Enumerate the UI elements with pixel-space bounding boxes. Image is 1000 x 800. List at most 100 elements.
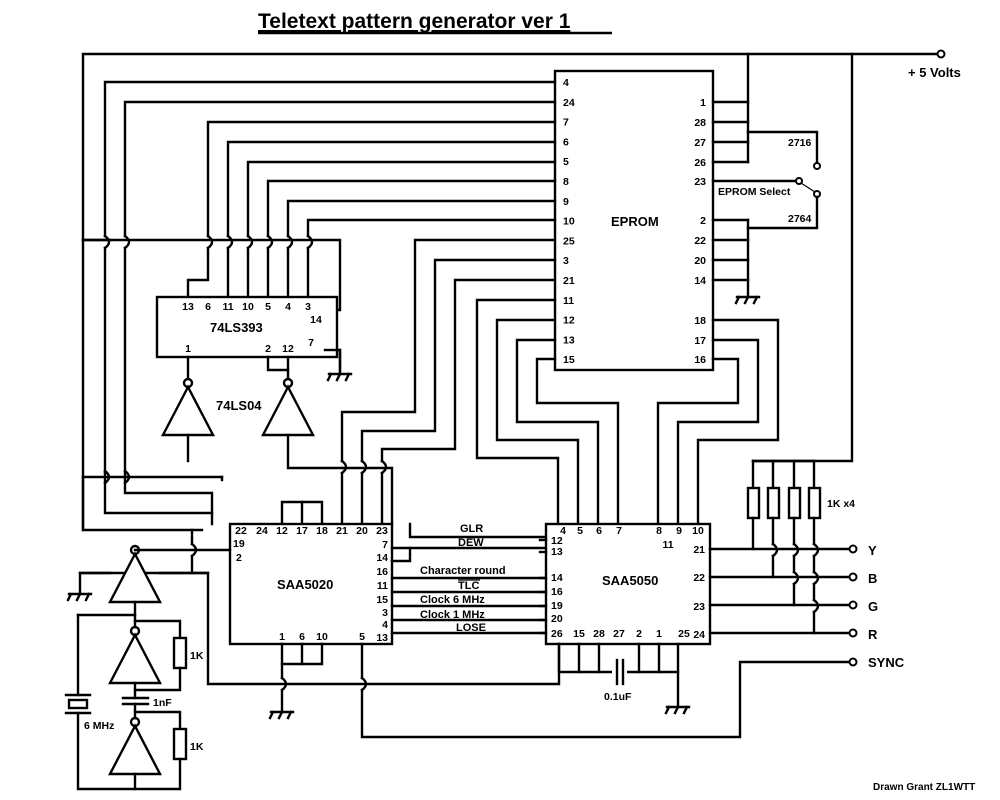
output-terminal-b[interactable]	[848, 572, 858, 582]
inverter-icon	[108, 632, 162, 685]
signal-bus: GLR DEW Character round TLC Clock 6 MHz …	[390, 522, 548, 635]
counter-pin-label: 6	[205, 301, 211, 313]
ground-icon	[326, 348, 353, 382]
eprom-select-label: EPROM Select	[718, 186, 791, 198]
saa5020-pin-label: 15	[376, 594, 388, 606]
saa5050-pin-label: 2	[636, 628, 642, 640]
counter-pin-label: 7	[308, 337, 314, 349]
saa5050-pin-label: 11	[662, 539, 673, 551]
eprom-pin-label: 21	[563, 275, 575, 287]
eprom-pin-label: 14	[694, 275, 706, 287]
eprom-right-wiring: 2716 EPROM Select 2764	[656, 100, 821, 526]
saa5020-pin-label: 5	[359, 631, 365, 643]
saa5050-pin-label: 20	[551, 613, 563, 625]
output-label-g: G	[868, 599, 878, 614]
option-2764-label: 2764	[788, 213, 812, 225]
counter-pin-label: 12	[282, 343, 294, 355]
saa5020-pin-label: 18	[316, 525, 328, 537]
counter-pin-label: 5	[265, 301, 271, 313]
counter-pin-label: 4	[285, 301, 291, 313]
eprom-pin-label: 6	[563, 136, 569, 148]
saa5020-pin-label: 2	[236, 552, 242, 564]
inverter-icon	[261, 384, 315, 437]
output-terminal-sync[interactable]	[848, 657, 858, 667]
saa5050-pin-label: 25	[678, 628, 690, 640]
saa5050-pin-label: 21	[693, 544, 705, 556]
crystal-label: 6 MHz	[84, 720, 114, 732]
saa5020-pin-label: 21	[336, 525, 348, 537]
eprom-pin-label: 11	[563, 295, 574, 307]
saa5050-pin-label: 27	[613, 628, 625, 640]
eprom-pin-label: 28	[694, 117, 706, 129]
saa5050-pin-label: 6	[596, 525, 602, 537]
signal-clock-1mhz: Clock 1 MHz	[420, 609, 485, 621]
power-terminal[interactable]	[936, 49, 946, 59]
counter-pin-label: 2	[265, 343, 271, 355]
power-label: + 5 Volts	[908, 65, 961, 80]
oscillator-section: 1K 1nF 1K 6 MHz	[64, 528, 232, 791]
counter-pin-label: 1	[185, 343, 191, 355]
saa5020-pin-label: 16	[376, 566, 388, 578]
resistor-icon	[746, 486, 761, 520]
signal-dew: DEW	[458, 537, 484, 549]
output-terminal-g[interactable]	[848, 600, 858, 610]
decoupling-cap-label: 0.1uF	[604, 691, 632, 703]
osc-capacitor-label: 1nF	[153, 697, 172, 709]
address-bus	[81, 80, 557, 532]
saa5050-pin-label: 28	[593, 628, 605, 640]
output-label-sync: SYNC	[868, 655, 905, 670]
saa5020-pin-label: 14	[376, 552, 388, 564]
saa5050-pin-label: 7	[616, 525, 622, 537]
saa5050-pin-label: 12	[551, 535, 563, 547]
signal-character-round: Character round	[420, 565, 506, 577]
saa5020-pin-label: 20	[356, 525, 368, 537]
eprom-pin-label: 26	[694, 157, 706, 169]
saa5050-pin-label: 16	[551, 586, 563, 598]
eprom-select-switch[interactable]	[800, 182, 816, 193]
resistor-icon	[807, 486, 822, 520]
output-terminal-y[interactable]	[848, 544, 858, 554]
output-section: 1K x4 Y B G R SYNC	[708, 459, 905, 670]
inverter-label: 74LS04	[216, 398, 262, 413]
eprom-pin-label: 20	[694, 255, 706, 267]
saa5020-pin-label: 3	[382, 607, 388, 619]
eprom-pin-label: 4	[563, 77, 569, 89]
saa5050-label: SAA5050	[602, 573, 658, 588]
eprom-pin-label: 1	[700, 97, 706, 109]
eprom-pin-label: 16	[694, 354, 706, 366]
saa5050-pin-label: 24	[693, 629, 705, 641]
eprom-pin-label: 7	[563, 117, 569, 129]
eprom-pin-label: 8	[563, 176, 569, 188]
output-terminal-r[interactable]	[848, 628, 858, 638]
switch-common[interactable]	[795, 177, 803, 185]
osc-resistor1-label: 1K	[190, 650, 204, 662]
saa5050-pin-label: 5	[577, 525, 583, 537]
counter-pin-label: 10	[242, 301, 254, 313]
eprom-pin-label: 25	[563, 235, 575, 247]
eprom-pin-label: 22	[694, 235, 706, 247]
saa5050-pin-label: 8	[656, 525, 662, 537]
saa5050-pin-label: 22	[693, 572, 705, 584]
output-label-b: B	[868, 571, 877, 586]
eprom-pin-label: 17	[694, 335, 706, 347]
saa5020-pin-label: 6	[299, 631, 305, 643]
inverter-icon	[108, 723, 162, 776]
saa5050-pin-label: 10	[692, 525, 704, 537]
ground-icon	[664, 705, 691, 715]
eprom-pin-label: 3	[563, 255, 569, 267]
counter-pin-label: 13	[182, 301, 194, 313]
switch-contact-2716[interactable]	[813, 162, 821, 170]
eprom-pin-label: 5	[563, 156, 569, 168]
eprom-pin-label: 12	[563, 315, 575, 327]
counter-pin-label: 11	[222, 301, 233, 313]
counter-pin-label: 3	[305, 301, 311, 313]
saa5050-pin-label: 23	[693, 601, 705, 613]
ground-icon	[734, 295, 761, 305]
signal-tlc: TLC	[458, 580, 479, 592]
saa5050-pin-label: 4	[560, 525, 566, 537]
signal-clock-6mhz: Clock 6 MHz	[420, 594, 485, 606]
resistor-icon	[172, 636, 188, 670]
output-label-r: R	[868, 627, 878, 642]
